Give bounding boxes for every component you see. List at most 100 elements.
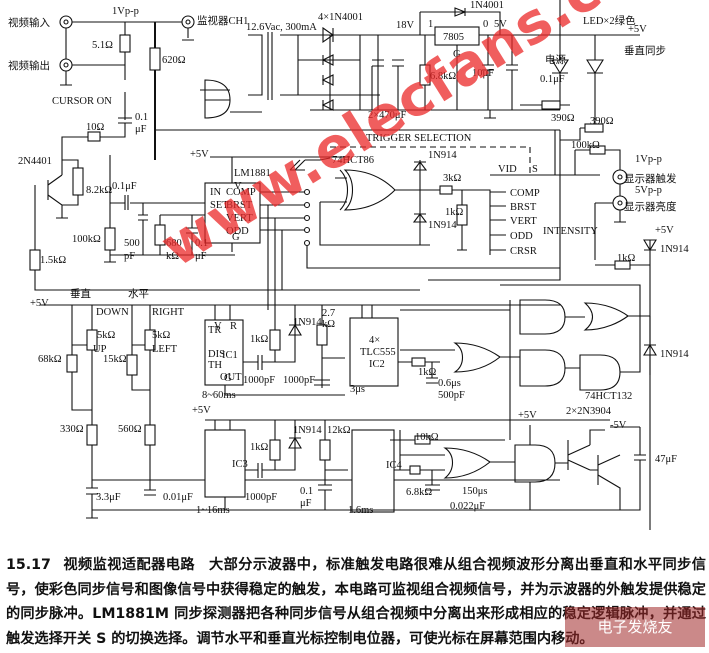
component-label: 1N914 — [293, 317, 322, 328]
component-label: 0.1μF — [540, 74, 565, 85]
component-label: CRSR — [510, 246, 537, 257]
component-label: ODD — [510, 231, 533, 242]
component-label: 74HCT132 — [585, 391, 632, 402]
component-label: 68kΩ — [38, 354, 62, 365]
component-label: 10kΩ — [415, 432, 439, 443]
component-label: 垂直 — [70, 287, 91, 300]
component-label: TLC555 — [360, 347, 396, 358]
component-label: 垂直同步 — [624, 44, 666, 57]
component-label: COMP — [510, 188, 540, 199]
component-label: +5V — [190, 149, 209, 160]
component-label: OUT — [220, 372, 242, 383]
component-label: 1Vp-p — [112, 6, 139, 17]
component-label: 18V — [396, 20, 415, 31]
component-label: LM1881 — [234, 168, 271, 179]
component-label: 0.1 — [195, 238, 208, 249]
component-label: 2×470μF — [368, 110, 407, 121]
component-label: 8~60ms — [202, 390, 236, 401]
component-label: R — [230, 321, 237, 332]
component-label: 0.1μF — [112, 181, 137, 192]
component-label: INTENSITY — [543, 226, 598, 237]
component-label: 500 — [124, 238, 140, 249]
component-label: 150μs — [462, 486, 487, 497]
component-label: 0.01μF — [163, 492, 193, 503]
component-label: 100kΩ — [72, 234, 101, 245]
component-label: 3μs — [350, 384, 365, 395]
component-label: IC1 — [222, 350, 238, 361]
component-label: 12kΩ — [327, 425, 351, 436]
component-label: 1 — [428, 19, 433, 30]
component-label: UP — [93, 344, 107, 355]
component-label: kΩ — [322, 319, 335, 330]
component-label: RIGHT — [152, 307, 185, 318]
component-label: 1.5kΩ — [40, 255, 66, 266]
component-label: 1kΩ — [617, 253, 636, 264]
component-label: 47μF — [655, 454, 677, 465]
component-label: TR — [208, 325, 221, 336]
component-label: +5V — [518, 410, 537, 421]
component-label: 1N914 — [660, 244, 689, 255]
component-label: G — [224, 373, 232, 384]
component-label: 1N914 — [428, 220, 457, 231]
component-label: 100kΩ — [571, 140, 600, 151]
component-label: 0.1 — [135, 112, 148, 123]
component-label: COMP — [226, 187, 256, 198]
component-label: 1N4001 — [470, 0, 504, 11]
component-label: 2N4401 — [18, 156, 52, 167]
component-label: CURSOR ON — [52, 96, 112, 107]
component-label: μF — [300, 498, 312, 509]
component-label: IC2 — [369, 359, 385, 370]
component-label: 2.7 — [322, 308, 335, 319]
component-label: G — [232, 232, 240, 243]
component-label: 电源 — [545, 53, 566, 66]
caption-title: 视频监视适配器电路 — [62, 557, 196, 573]
component-label: 1000pF — [245, 492, 277, 503]
component-label: 1kΩ — [250, 334, 269, 345]
component-label: -5V — [610, 420, 627, 431]
component-label: S — [532, 164, 538, 175]
component-label: +5V — [192, 405, 211, 416]
component-label: IC3 — [232, 459, 248, 470]
component-label: TRIGGER SELECTION — [366, 133, 472, 144]
component-label: ODD — [226, 226, 249, 237]
component-label: 1~16ms — [196, 505, 230, 516]
component-label: 5kΩ — [152, 330, 171, 341]
component-label: 0 — [483, 19, 488, 30]
component-label: +5V — [655, 225, 674, 236]
component-label: TH — [208, 360, 222, 371]
component-label: 1N914 — [293, 425, 322, 436]
component-label: 1000pF — [283, 375, 315, 386]
component-label: 视频输入 — [8, 16, 50, 29]
component-label: 6.8kΩ — [406, 487, 432, 498]
component-label: 330Ω — [60, 424, 84, 435]
component-label: 15kΩ — [103, 354, 127, 365]
component-label: +5V — [628, 24, 647, 35]
component-label: VERT — [510, 216, 537, 227]
component-label: 5kΩ — [97, 330, 116, 341]
caption-number: 15.17 — [6, 557, 51, 573]
component-label: 1000pF — [243, 375, 275, 386]
component-label: 显示器亮度 — [624, 200, 677, 213]
component-label: 1kΩ — [250, 442, 269, 453]
component-label: kΩ — [166, 251, 179, 262]
component-label: LED×2绿色 — [583, 14, 636, 27]
component-label: 视频输出 — [8, 59, 50, 72]
component-label: 680 — [166, 238, 182, 249]
corner-logo: 电子发烧友 — [565, 607, 705, 647]
component-label: 8.2kΩ — [86, 185, 112, 196]
component-label: 74HCT86 — [332, 155, 374, 166]
component-label: LEFT — [152, 344, 178, 355]
component-label: 620Ω — [162, 55, 186, 66]
component-label: 1N914 — [428, 150, 457, 161]
component-label: BRST — [510, 202, 537, 213]
component-label: 3.3μF — [96, 492, 121, 503]
component-label: μF — [135, 124, 147, 135]
component-label: 显示器触发 — [624, 172, 677, 185]
component-label: VERT — [226, 213, 253, 224]
component-label: DIS — [208, 349, 225, 360]
component-label: 10μF — [472, 68, 494, 79]
component-label: G — [453, 49, 461, 60]
component-label: 水平 — [128, 288, 149, 300]
